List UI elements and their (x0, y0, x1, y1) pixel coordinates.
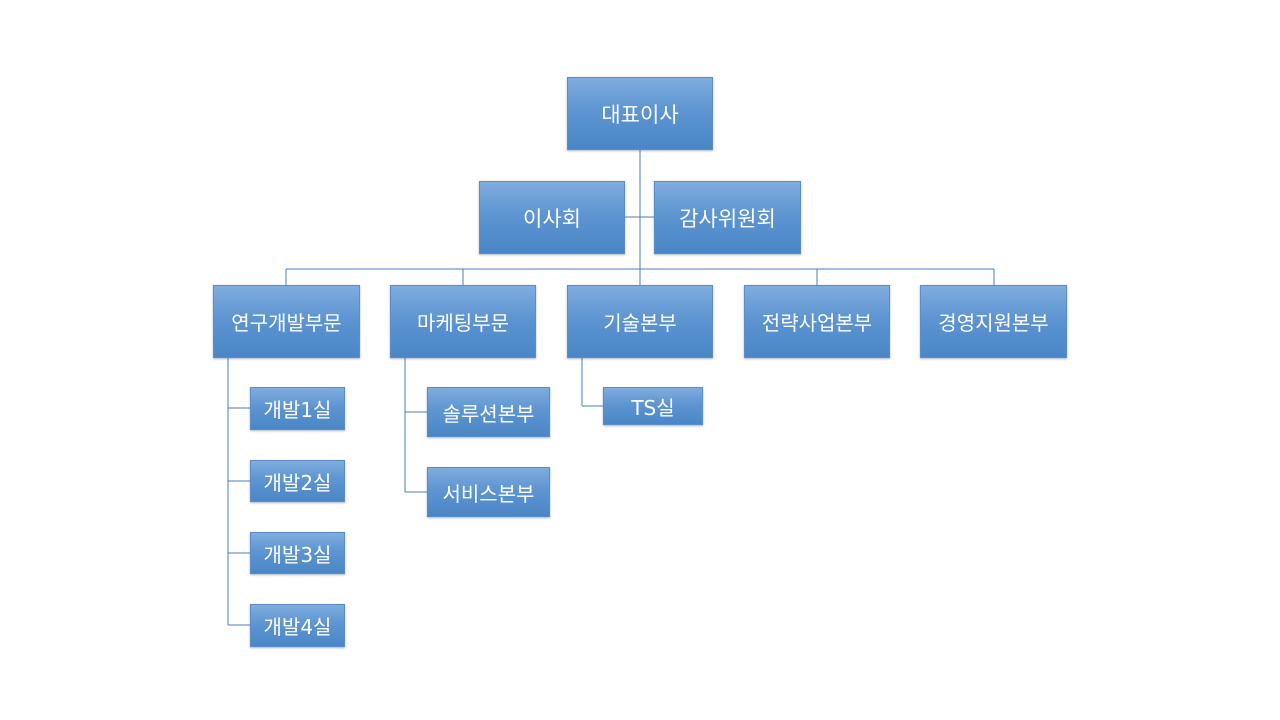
rnd-child-box: 개발4실 (250, 604, 345, 647)
board-label: 이사회 (523, 206, 581, 231)
rnd-child-label: 개발2실 (263, 470, 332, 495)
division-management-box: 경영지원본부 (920, 285, 1067, 358)
division-tech-label: 기술본부 (603, 311, 677, 335)
division-management-label: 경영지원본부 (938, 311, 1049, 335)
audit-committee-box: 감사위원회 (654, 181, 801, 254)
marketing-child-label: 서비스본부 (442, 481, 535, 506)
rnd-child-box: 개발3실 (250, 532, 345, 574)
rnd-child-label: 개발3실 (263, 542, 332, 567)
board-box: 이사회 (479, 181, 625, 254)
division-strategy-label: 전략사업본부 (761, 311, 873, 335)
marketing-child-box: 솔루션본부 (427, 387, 550, 437)
marketing-child-box: 서비스본부 (427, 467, 550, 517)
tech-child-label: TS실 (631, 395, 675, 420)
rnd-child-label: 개발1실 (263, 398, 332, 422)
division-marketing-box: 마케팅부문 (390, 285, 536, 358)
marketing-child-label: 솔루션본부 (442, 401, 535, 426)
ceo-box: 대표이사 (567, 77, 713, 150)
rnd-child-label: 개발4실 (263, 615, 332, 639)
audit-committee-label: 감사위원회 (679, 206, 776, 231)
rnd-child-box: 개발2실 (250, 460, 345, 502)
division-tech-box: 기술본부 (567, 285, 713, 358)
division-marketing-label: 마케팅부문 (417, 311, 509, 335)
ceo-label: 대표이사 (601, 102, 679, 127)
division-rnd-box: 연구개발부문 (213, 285, 360, 358)
rnd-child-box: 개발1실 (250, 387, 345, 430)
tech-child-box: TS실 (603, 387, 703, 425)
division-rnd-label: 연구개발부문 (231, 311, 342, 335)
division-strategy-box: 전략사업본부 (744, 285, 890, 358)
